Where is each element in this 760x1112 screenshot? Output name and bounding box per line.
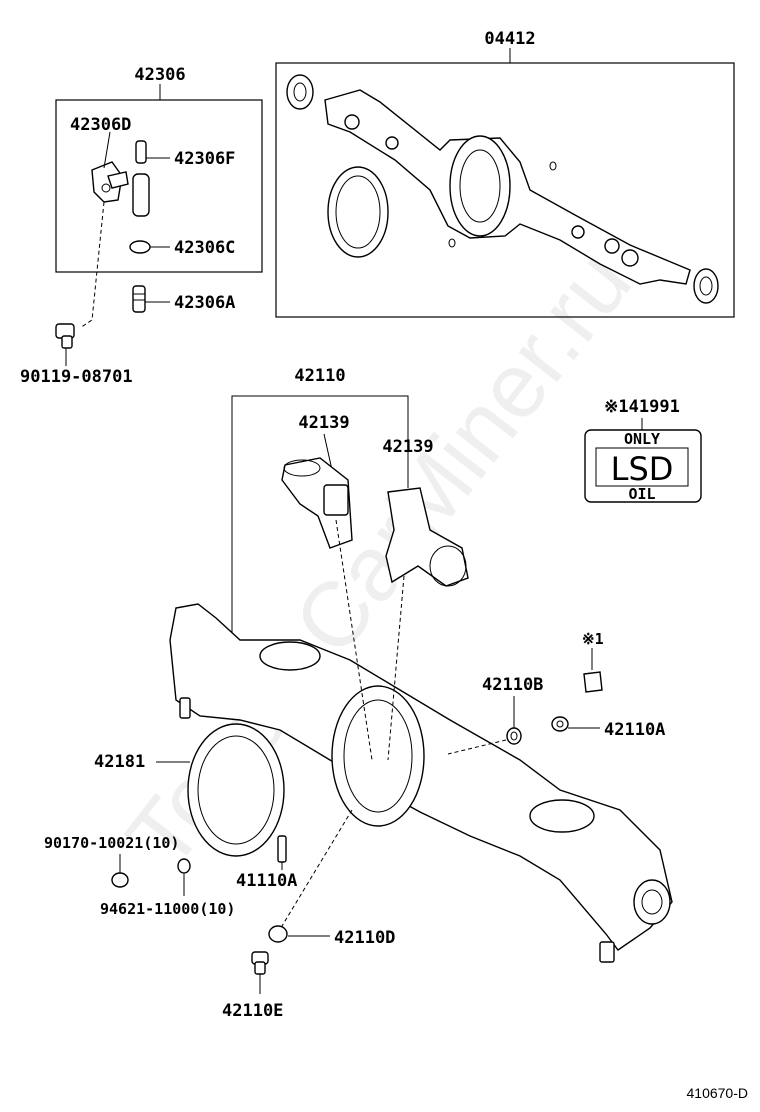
- nut-42110B-icon: [506, 727, 522, 745]
- label-90119-08701: 90119-08701: [20, 367, 133, 387]
- figure-reference: 410670-D: [687, 1085, 749, 1101]
- label-41991: ※141991: [604, 397, 680, 417]
- axle-housing-icon: [169, 603, 673, 963]
- label-04412: 04412: [484, 29, 535, 49]
- carrier-gasket-icon: [327, 166, 389, 258]
- label-note-1: ※1: [582, 630, 604, 648]
- label-42110A: 42110A: [604, 720, 665, 740]
- label-42306F: 42306F: [174, 149, 235, 169]
- gasket-kit-group: [275, 48, 735, 318]
- label-42306: 42306: [134, 65, 185, 85]
- gasket-kit-box: [275, 62, 735, 318]
- label-42110D: 42110D: [334, 928, 395, 948]
- lsd-oil-plate: ONLY LSD OIL: [584, 429, 702, 503]
- drain-plug-42110D-icon: [268, 925, 288, 943]
- breather-cap-icon: [135, 140, 170, 164]
- hose-clamp-icon: [129, 240, 170, 254]
- label-42139-left: 42139: [298, 413, 349, 433]
- lsd-plate-main: LSD: [611, 450, 674, 488]
- left-oil-seal-icon: [286, 74, 314, 110]
- breather-plug-group: [55, 84, 263, 273]
- right-housing-cover-icon: [385, 487, 469, 587]
- label-42110: 42110: [294, 366, 345, 386]
- label-41110A: 41110A: [236, 871, 297, 891]
- breather-plug-icon: [132, 285, 170, 313]
- left-housing-cover-icon: [281, 457, 353, 549]
- nut-42110A-icon: [551, 716, 569, 732]
- label-42110E: 42110E: [222, 1001, 283, 1021]
- breather-hose-icon: [132, 173, 150, 217]
- differential-gasket-icon: [187, 723, 285, 857]
- label-42110B: 42110B: [482, 675, 543, 695]
- label-90170-10021: 90170-10021(10): [44, 834, 179, 852]
- breather-plug-box: [55, 99, 263, 273]
- label-42306C: 42306C: [174, 238, 235, 258]
- housing-bracket-line: [231, 395, 409, 650]
- label-42139-right: 42139: [382, 437, 433, 457]
- label-42181: 42181: [94, 752, 145, 772]
- lsd-plate-bottom: OIL: [628, 485, 655, 503]
- small-label-tag-icon: [583, 671, 603, 693]
- right-oil-seal-icon: [693, 268, 719, 304]
- washer-94621-icon: [177, 858, 191, 874]
- filler-plug-42110E-icon: [251, 951, 269, 975]
- label-42306A: 42306A: [174, 293, 235, 313]
- stud-bolt-icon: [277, 835, 287, 863]
- breather-bracket-icon: [91, 161, 129, 203]
- nut-90170-icon: [111, 872, 129, 888]
- lsd-plate-top: ONLY: [624, 430, 660, 448]
- label-42306D: 42306D: [70, 115, 131, 135]
- union-bolt-icon: [55, 323, 75, 349]
- label-94621-11000: 94621-11000(10): [100, 900, 235, 918]
- axle-housing-outline-icon: [324, 89, 691, 285]
